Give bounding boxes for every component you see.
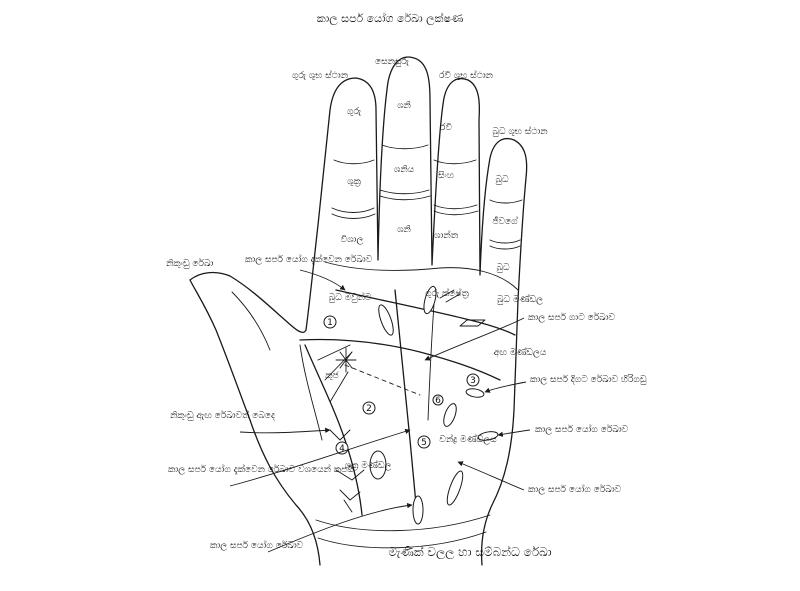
index-phalanx-1: ගුරු xyxy=(347,107,361,117)
anno-right-1: කාල සර්ප ගාට රේඛාව xyxy=(528,312,616,323)
anno-top-left: කාල සර්ප යෝග දැක්වෙන රේඛාව xyxy=(245,254,373,265)
little-phalanx-3: බුධ xyxy=(496,263,510,273)
anno-thumb-top: නිකුංඩු රේඛා xyxy=(166,258,213,269)
mount-mercury: බුධ මණ්ඩල xyxy=(496,294,543,305)
ring-phalanx-3: ශාන්ත xyxy=(434,230,459,241)
ring-top-label: රවි ශුභ ස්ථාන xyxy=(439,70,493,81)
phalanx-labels: ගුරු ශුක්‍ර විශාල ශනි ශනිය ශනි රවි සිංහ … xyxy=(341,100,519,273)
anno-right-2: කාල සර්ප දිගට රේඛාව හිරිගඩු xyxy=(530,374,647,385)
mount-plain: අඟ මණ්ඩලය xyxy=(494,347,547,358)
hand-outline xyxy=(189,56,528,566)
little-phalanx-1: බුධ xyxy=(495,175,509,185)
marker-1: 1 xyxy=(327,318,333,328)
anno-right-4: කාල සර්ප යෝග රේඛාව xyxy=(528,484,622,495)
little-phalanx-2: ජීවගේ xyxy=(492,216,518,227)
index-top-label: ගුරු ශුභ ස්ථාන xyxy=(292,70,348,81)
finger-top-labels: ගුරු ශුභ ස්ථාන සෙනසුරු රවි ශුභ ස්ථාන බුධ… xyxy=(292,57,548,137)
marker-3: 3 xyxy=(470,376,476,386)
mount-labels: බුධ මවුන්ට ගුරු ක්ෂේත්‍ර චන්ද්‍ර මණ්ඩලය … xyxy=(325,288,547,471)
numbered-markers: 1 2 3 4 5 6 xyxy=(323,315,480,455)
anno-right-3: කාල සර්ප යෝග රේඛාව xyxy=(535,424,629,435)
marker-6: 6 xyxy=(435,396,441,406)
mount-mars-upper: බුධ මවුන්ට xyxy=(328,292,372,303)
diagram-title: කාල සර්ප යෝග රේඛා ලක්ෂණ xyxy=(317,11,464,26)
right-annotations: කාල සර්ප ගාට රේඛාව කාල සර්ප දිගට රේඛාව හ… xyxy=(424,312,647,495)
marker-4: 4 xyxy=(339,444,345,454)
middle-phalanx-3: ශනි xyxy=(397,224,411,235)
ring-phalanx-2: සිංහ xyxy=(438,170,454,181)
mount-mars: කුජ xyxy=(325,371,338,381)
anno-left-mid: නිකුංඩු ඇඟ රේඛාවත් බෙදෙ xyxy=(170,410,275,421)
marker-2: 2 xyxy=(366,404,372,414)
mount-jupiter: ගුරු ක්ෂේත්‍ර xyxy=(425,288,469,299)
middle-phalanx-2: ශනිය xyxy=(394,164,415,175)
mount-moon: චන්ද්‍ර මණ්ඩලය xyxy=(439,434,497,445)
anno-bottom-left: කාල සර්ප යෝග රේඛාව xyxy=(210,540,304,551)
marker-5: 5 xyxy=(421,438,427,448)
ring-phalanx-1: රවි xyxy=(440,122,452,133)
middle-top-label: සෙනසුරු xyxy=(375,57,409,67)
index-phalanx-3: විශාල xyxy=(341,234,364,245)
palm-lines xyxy=(299,285,516,525)
middle-phalanx-1: ශනි xyxy=(397,100,411,111)
mount-venus: ශුක්‍ර මණ්ඩල xyxy=(345,460,392,471)
little-top-label: බුධ ශුභ ස්ථාන xyxy=(492,126,548,137)
bottom-caption: මැණික් වලල හා සම්බන්ධ රේඛා xyxy=(388,545,551,560)
index-phalanx-2: ශුක්‍ර xyxy=(347,177,361,187)
left-annotations: නිකුංඩු රේඛා කාල සර්ප යෝග දැක්වෙන රේඛාව … xyxy=(166,254,413,553)
anno-left-low: කාල සර්ප යෝග දැක්වෙන රේඛාව වශයෙන් කපයි xyxy=(168,464,354,475)
